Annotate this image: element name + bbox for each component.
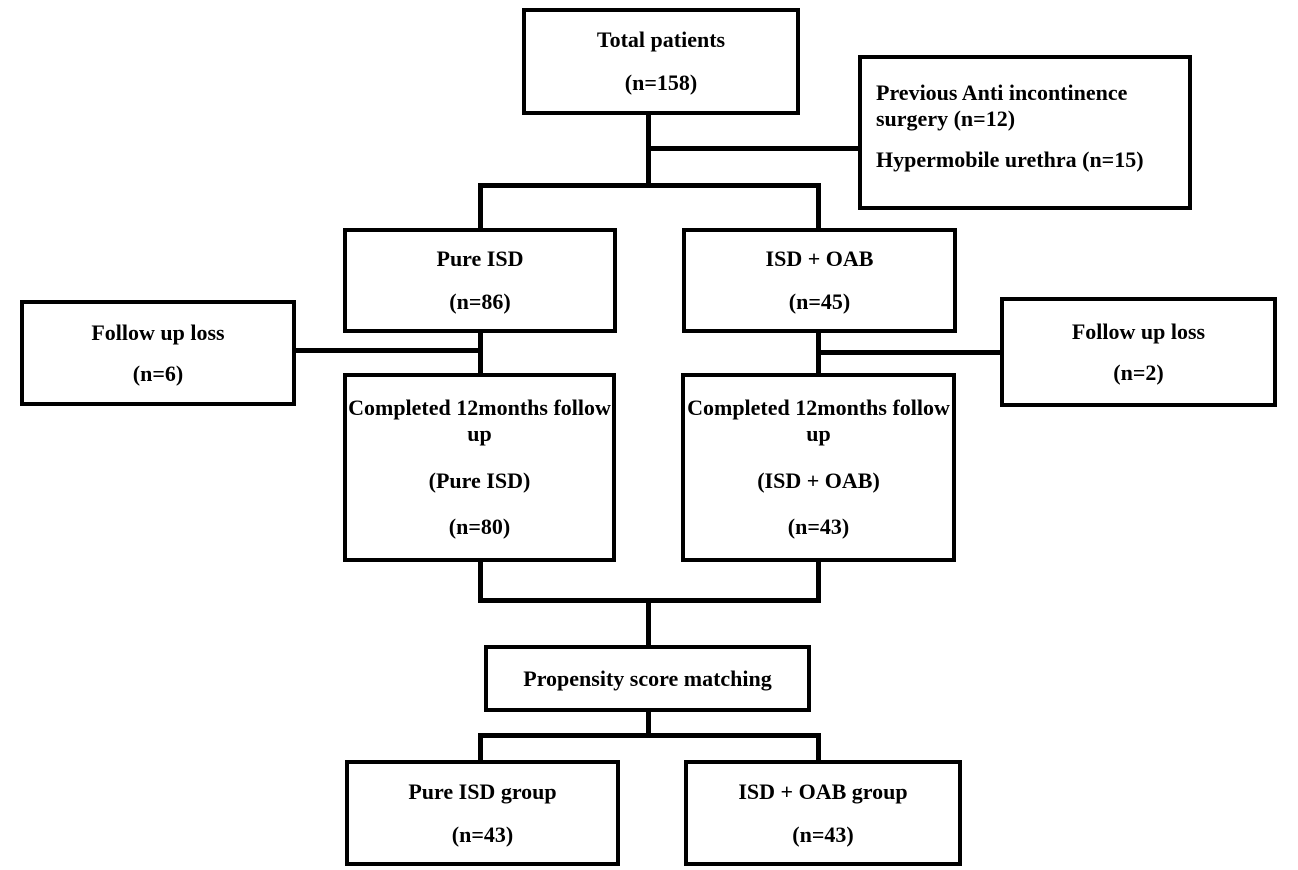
node-count: (n=80) [448,514,511,540]
node-exclusions: Previous Anti incontinence surgery (n=12… [858,55,1192,210]
connector-to-followup-loss-left [294,348,481,353]
exclusion-item: Hypermobile urethra (n=15) [876,146,1144,172]
node-isd-oab: ISD + OAB (n=45) [682,228,957,333]
node-label: Completed 12months follow up [687,394,950,446]
node-count: (n=43) [787,514,850,540]
node-completed-isd-oab: Completed 12months follow up (ISD + OAB)… [681,373,956,562]
node-pure-isd: Pure ISD (n=86) [343,228,617,333]
node-sublabel: (ISD + OAB) [757,467,880,493]
node-followup-loss-right: Follow up loss (n=2) [1000,297,1277,407]
node-label: Follow up loss [1071,318,1206,344]
node-pure-isd-group: Pure ISD group (n=43) [345,760,620,866]
connector-completed-right-down [816,562,821,603]
node-label: Pure ISD group [408,778,557,804]
node-count: (n=2) [1113,359,1164,385]
node-count: (n=43) [451,821,514,847]
connector-completed-left-down [478,562,483,603]
connector-branch-bottom-left [478,733,483,760]
connector-merge-down [646,598,651,645]
node-count: (n=45) [788,289,851,314]
connector-branch-top-right [816,183,821,228]
node-total-patients: Total patients (n=158) [522,8,800,115]
node-sublabel: (Pure ISD) [428,467,531,493]
node-count: (n=158) [624,70,698,95]
node-label: Total patients [596,27,726,53]
connector-branch-top [478,183,821,188]
node-isd-oab-group: ISD + OAB group (n=43) [684,760,962,866]
connector-psm-down [646,712,651,738]
node-count: (n=43) [792,821,854,847]
node-followup-loss-left: Follow up loss (n=6) [20,300,296,406]
exclusion-item: Previous Anti incontinence surgery (n=12… [876,80,1128,132]
connector-branch-bottom-right [816,733,821,760]
connector-pure-isd-down [478,333,483,373]
node-count: (n=6) [132,360,184,386]
node-label: ISD + OAB [765,246,874,272]
connector-total-down [646,115,651,187]
node-label: Propensity score matching [523,665,772,691]
connector-to-exclusion [646,146,858,151]
connector-branch-bottom [478,733,821,738]
node-label: Pure ISD [436,246,524,272]
node-label: Completed 12months follow up [348,394,611,446]
node-label: Follow up loss [91,319,225,345]
connector-to-followup-loss-right [818,350,1002,355]
node-label: ISD + OAB group [738,778,908,804]
connector-branch-top-left [478,183,483,228]
node-completed-pure-isd: Completed 12months follow up (Pure ISD) … [343,373,616,562]
node-propensity-score-matching: Propensity score matching [484,645,811,712]
node-count: (n=86) [449,289,511,314]
